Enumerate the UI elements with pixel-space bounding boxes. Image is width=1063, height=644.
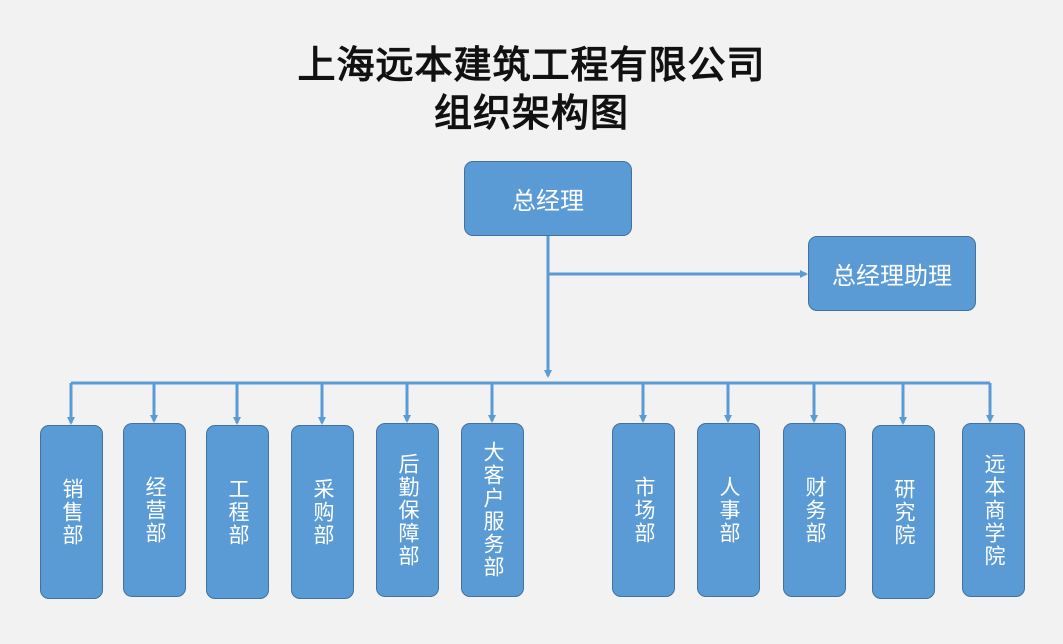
dept-label: 销售部 [60, 477, 84, 547]
dept-label: 市场部 [632, 475, 656, 545]
dept-box-operations[interactable]: 经营部 [123, 423, 186, 597]
dept-label: 采购部 [311, 477, 335, 547]
dept-label: 经营部 [143, 475, 167, 545]
dept-box-procurement[interactable]: 采购部 [291, 425, 354, 599]
ceo-box[interactable]: 总经理 [464, 161, 632, 236]
chart-subtitle: 组织架构图 [433, 91, 629, 135]
dept-label: 财务部 [803, 475, 827, 545]
dept-box-key-accounts[interactable]: 大客户服务部 [461, 423, 524, 597]
dept-box-research[interactable]: 研究院 [872, 425, 935, 599]
dept-box-finance[interactable]: 财务部 [783, 423, 846, 597]
dept-label: 研究院 [892, 477, 916, 547]
dept-box-marketing[interactable]: 市场部 [612, 423, 675, 597]
assistant-box[interactable]: 总经理助理 [808, 236, 976, 311]
dept-box-academy[interactable]: 远本商学院 [962, 423, 1025, 597]
dept-label: 大客户服务部 [481, 441, 505, 579]
dept-label: 人事部 [717, 475, 741, 545]
dept-box-logistics[interactable]: 后勤保障部 [376, 423, 439, 597]
dept-label: 远本商学院 [982, 452, 1006, 568]
ceo-label: 总经理 [512, 187, 584, 215]
chart-title: 上海远本建筑工程有限公司 [297, 43, 766, 87]
dept-label: 工程部 [226, 477, 250, 547]
dept-box-sales[interactable]: 销售部 [40, 425, 103, 599]
dept-box-hr[interactable]: 人事部 [697, 423, 760, 597]
dept-label: 后勤保障部 [396, 452, 420, 568]
dept-box-engineering[interactable]: 工程部 [206, 425, 269, 599]
assistant-label: 总经理助理 [832, 262, 952, 290]
